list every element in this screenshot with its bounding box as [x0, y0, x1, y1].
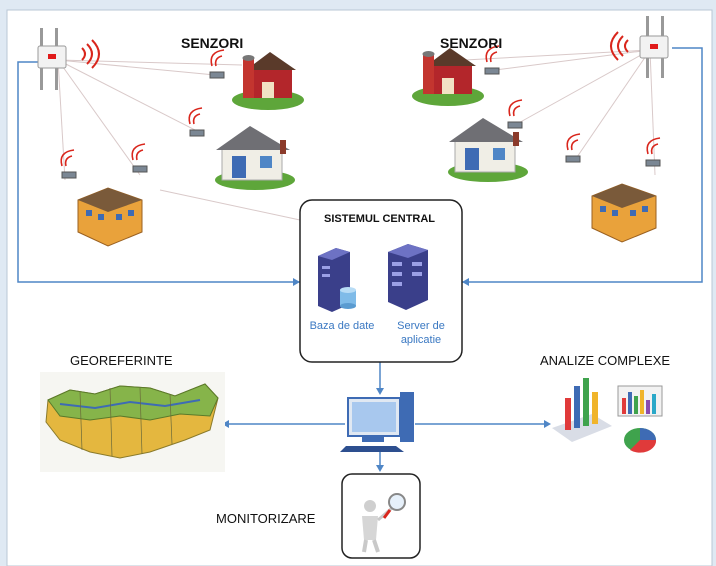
central-system-title: SISTEMUL CENTRAL	[324, 213, 436, 225]
server-label-line2: aplicatie	[400, 334, 442, 346]
house-icon	[448, 118, 528, 182]
barn-icon	[232, 52, 304, 110]
radio-links	[57, 49, 656, 221]
school-building-icon	[77, 187, 143, 247]
wifi-signal-icon	[610, 31, 629, 61]
central-system-box	[299, 199, 463, 363]
server-icon	[388, 244, 428, 310]
monitoring-label: MONITORIZARE	[216, 511, 316, 526]
database-icon	[340, 287, 356, 309]
sensor-node-icon	[61, 67, 661, 179]
arrowheads	[222, 278, 551, 472]
computer-monitor-icon	[340, 392, 414, 452]
georeferences-label: GEOREFERINTE	[70, 353, 173, 368]
wifi-signal-icon	[81, 39, 100, 69]
bar-chart-icon	[552, 378, 612, 442]
barn-icon	[412, 48, 484, 106]
magnifier-person-icon	[362, 493, 406, 553]
map-icon	[40, 372, 225, 472]
house-icon	[215, 126, 295, 190]
database-label: Baza de date	[309, 320, 375, 332]
sensor-antenna-icon	[37, 28, 67, 90]
school-building-icon	[591, 183, 657, 243]
server-label-line1: Server de	[397, 320, 445, 332]
complex-analysis-label: ANALIZE COMPLEXE	[540, 353, 671, 368]
connectors	[17, 47, 703, 470]
bar-chart-icon	[617, 385, 663, 417]
sensors-label-right: SENZORI	[440, 35, 503, 51]
wifi-signal-icon	[60, 45, 661, 167]
sensor-antenna-icon	[639, 16, 669, 78]
pie-chart-icon	[624, 428, 657, 453]
sensors-label-left: SENZORI	[181, 35, 244, 51]
